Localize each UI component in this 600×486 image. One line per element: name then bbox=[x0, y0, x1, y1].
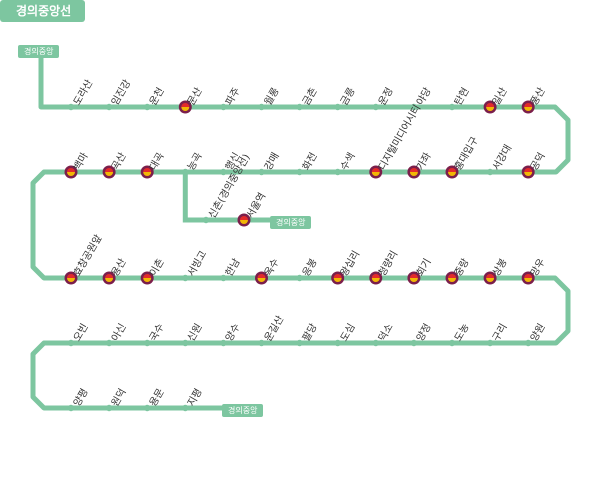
station-r0-s12-transfer-yellow bbox=[524, 107, 533, 111]
station-r1-s3-transfer-yellow bbox=[409, 172, 418, 176]
station-r1-s12-transfer-red bbox=[67, 168, 75, 172]
station-r2-s1-transfer-red bbox=[105, 274, 114, 278]
station-r3-s11-dot bbox=[105, 339, 113, 347]
station-r2-s9-transfer-yellow bbox=[409, 278, 418, 282]
station-r0-s3-transfer-red bbox=[181, 103, 190, 107]
station-r3-s7-dot bbox=[258, 339, 265, 347]
station-r2-s7-transfer-yellow bbox=[333, 278, 342, 282]
station-r3-s10-dot bbox=[144, 339, 151, 347]
station-r2-s0-transfer-yellow bbox=[67, 278, 75, 282]
station-r2-s10-transfer-red bbox=[448, 274, 456, 278]
station-r3-s3-dot bbox=[410, 339, 418, 347]
station-r3-s9-dot bbox=[182, 339, 189, 347]
station-r3-s5-dot bbox=[334, 339, 341, 347]
branch-station-1-transfer-red bbox=[240, 216, 248, 220]
station-r3-s0-dot bbox=[525, 339, 532, 347]
station-r1-s3-transfer-red bbox=[409, 168, 418, 172]
station-r1-s2-transfer-yellow bbox=[448, 172, 456, 176]
branch-terminal-tag: 경의중앙 bbox=[270, 216, 312, 229]
station-r0-s7-dot bbox=[334, 103, 341, 111]
station-r2-s3-dot bbox=[182, 274, 189, 282]
station-r3-s6-dot bbox=[296, 339, 303, 347]
station-r1-s8-dot bbox=[220, 168, 227, 176]
branch-station-0-dot bbox=[202, 216, 210, 224]
station-r1-s4-transfer-red bbox=[371, 168, 380, 172]
station-r1-s5-dot bbox=[334, 168, 341, 176]
station-r0-s3-transfer-yellow bbox=[181, 107, 190, 111]
station-r2-s0-transfer-red bbox=[67, 274, 75, 278]
start-terminal-tag: 경의중앙 bbox=[18, 45, 60, 58]
station-r1-s10-transfer-red bbox=[143, 168, 152, 172]
station-r3-s8-dot bbox=[220, 339, 227, 347]
station-r1-s4-transfer-yellow bbox=[371, 172, 380, 176]
station-r2-s12-transfer-red bbox=[524, 274, 533, 278]
station-r2-s11-transfer-yellow bbox=[486, 278, 495, 282]
station-r1-s0-transfer-yellow bbox=[524, 172, 533, 176]
station-r0-s5-dot bbox=[258, 103, 265, 111]
station-r0-s8-dot bbox=[372, 103, 379, 111]
station-r2-s11-transfer-red bbox=[486, 274, 495, 278]
branch-station-1-transfer-yellow bbox=[240, 220, 248, 224]
main-line-path bbox=[30, 58, 571, 411]
station-r2-s9-transfer-red bbox=[409, 274, 418, 278]
station-r0-s11-transfer-red bbox=[486, 103, 495, 107]
end-terminal-tag: 경의중앙 bbox=[222, 404, 264, 417]
station-r4-s0-dot bbox=[67, 404, 75, 412]
station-r4-s1-dot bbox=[105, 404, 113, 412]
station-r0-s0-dot bbox=[67, 103, 75, 111]
station-r0-s6-dot bbox=[296, 103, 303, 111]
station-r1-s9-dot bbox=[182, 168, 189, 176]
station-r2-s8-transfer-yellow bbox=[371, 278, 380, 282]
station-r4-s3-dot bbox=[182, 404, 189, 412]
station-r1-s1-dot bbox=[486, 168, 494, 176]
station-r3-s2-dot bbox=[448, 339, 456, 347]
line-title: 경의중앙선 bbox=[0, 0, 86, 22]
station-r3-s4-dot bbox=[372, 339, 379, 347]
station-r2-s4-dot bbox=[220, 274, 227, 282]
station-r1-s0-transfer-red bbox=[524, 168, 533, 172]
station-r0-s1-dot bbox=[105, 103, 113, 111]
station-r2-s2-transfer-red bbox=[143, 274, 152, 278]
station-r1-s6-dot bbox=[296, 168, 303, 176]
station-r1-s12-transfer-yellow bbox=[67, 172, 75, 176]
station-r2-s7-transfer-red bbox=[333, 274, 342, 278]
station-r0-s10-dot bbox=[448, 103, 456, 111]
station-r2-s12-transfer-yellow bbox=[524, 278, 533, 282]
station-r0-s11-transfer-yellow bbox=[486, 107, 495, 111]
station-r1-s7-dot bbox=[258, 168, 265, 176]
station-r4-s2-dot bbox=[144, 404, 151, 412]
station-r0-s12-transfer-red bbox=[524, 103, 533, 107]
station-r2-s2-transfer-yellow bbox=[143, 278, 152, 282]
station-r1-s11-transfer-red bbox=[105, 168, 114, 172]
station-r2-s5-transfer-red bbox=[257, 274, 266, 278]
station-r0-s9-dot bbox=[410, 103, 418, 111]
station-r0-s4-dot bbox=[220, 103, 227, 111]
station-r2-s1-transfer-yellow bbox=[105, 278, 114, 282]
station-r3-s1-dot bbox=[486, 339, 494, 347]
station-r2-s6-dot bbox=[296, 274, 303, 282]
station-r1-s10-transfer-yellow bbox=[143, 172, 152, 176]
station-r2-s8-transfer-red bbox=[371, 274, 380, 278]
station-r1-s11-transfer-yellow bbox=[105, 172, 114, 176]
station-r3-s12-dot bbox=[67, 339, 75, 347]
station-r1-s2-transfer-red bbox=[448, 168, 456, 172]
station-r0-s2-dot bbox=[144, 103, 151, 111]
station-r2-s5-transfer-yellow bbox=[257, 278, 266, 282]
station-r2-s10-transfer-yellow bbox=[448, 278, 456, 282]
